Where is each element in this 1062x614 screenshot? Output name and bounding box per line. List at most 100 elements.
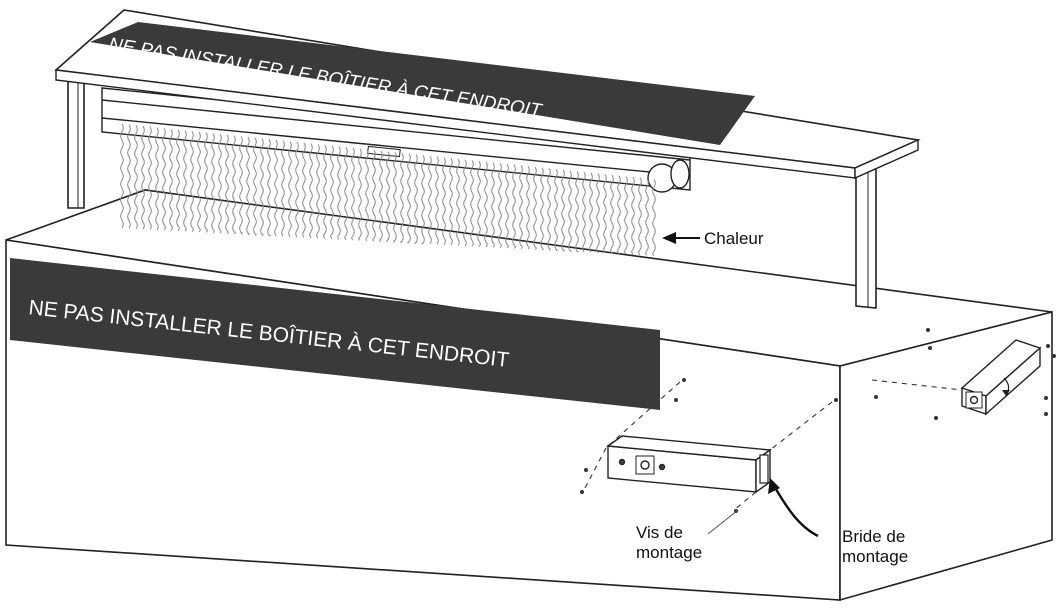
heat-wave-line	[547, 168, 551, 251]
mounting-bracket-mounted	[759, 454, 769, 484]
heat-wave-line	[505, 163, 509, 249]
heat-wave-line	[435, 156, 439, 245]
heat-wave-line	[246, 136, 250, 236]
heat-wave-line	[617, 175, 621, 255]
shelf-post-left	[67, 71, 85, 209]
heat-wave-line	[337, 146, 341, 240]
heat-wave-line	[631, 176, 635, 255]
heat-wave-line	[148, 126, 152, 230]
heat-wave-line	[393, 152, 397, 243]
mounting-screw-callout: Vis de montage	[636, 509, 739, 562]
alignment-guides	[583, 379, 963, 511]
mounting-screw-label-line2: montage	[636, 543, 702, 562]
heat-wave-line	[519, 165, 523, 250]
heat-wave-line	[442, 157, 446, 246]
heat-wave-line	[190, 131, 194, 232]
heat-wave-line	[561, 169, 565, 252]
switch-icon	[640, 460, 650, 470]
heat-wave-line	[596, 173, 600, 254]
heat-wave-line	[169, 128, 173, 231]
heat-wave-line	[344, 147, 348, 241]
heat-wave-line	[568, 170, 572, 252]
heat-wave-line	[582, 171, 586, 253]
screw-holes	[580, 328, 1056, 513]
heat-wave-line	[204, 132, 208, 233]
heat-wave-line	[218, 133, 222, 234]
heat-wave-line	[456, 158, 460, 246]
heat-wave-line	[512, 164, 516, 249]
heat-wave-line	[295, 141, 299, 238]
heat-wave-line	[652, 179, 656, 257]
heat-wave-line	[239, 136, 243, 235]
heat-wave-line	[260, 138, 264, 236]
heat-wave-line	[330, 145, 334, 240]
heat-wave-line	[232, 135, 236, 235]
heat-wave-line	[274, 139, 278, 237]
heat-wave-line	[162, 128, 166, 231]
heat-wave-line	[323, 144, 327, 239]
heat-wave-line	[120, 123, 124, 229]
control-box-side	[960, 339, 1042, 416]
control-box-mounted	[606, 435, 772, 494]
heat-wave-line	[316, 144, 320, 239]
heat-wave-line	[526, 166, 530, 250]
heat-wave-line	[575, 171, 579, 253]
top-warning-band	[90, 22, 755, 145]
heat-wave-line	[183, 130, 187, 232]
heat-wave-line	[176, 129, 180, 232]
heat-wave-line	[484, 161, 488, 248]
heat-waves	[120, 123, 656, 257]
heat-wave-line	[134, 125, 138, 229]
heat-wave-line	[414, 154, 418, 244]
side-box-body	[985, 346, 1041, 416]
mounting-bracket-label-line2: montage	[842, 547, 908, 566]
heat-wave-line	[211, 133, 215, 234]
heat-callout: Chaleur	[662, 229, 764, 248]
shelf: NE PAS INSTALLER LE BOÎTIER À CET ENDROI…	[54, 9, 921, 180]
heat-wave-line	[421, 155, 425, 245]
heat-wave-line	[463, 159, 467, 247]
heat-wave-line	[554, 168, 558, 252]
heat-wave-line	[267, 139, 271, 237]
heat-wave-line	[477, 160, 481, 247]
heat-wave-line	[428, 155, 432, 245]
heat-wave-line	[624, 176, 628, 255]
heat-wave-line	[470, 160, 474, 247]
heat-wave-line	[225, 134, 229, 234]
heat-wave-line	[281, 140, 285, 237]
mounting-screw-label-line1: Vis de	[636, 523, 683, 542]
heat-wave-line	[365, 149, 369, 242]
shelf-side-edge	[854, 138, 919, 180]
heat-wave-line	[372, 149, 376, 242]
shelf-posts	[67, 71, 877, 309]
heat-wave-line	[302, 142, 306, 238]
heat-wave-line	[645, 178, 649, 256]
heat-wave-line	[379, 150, 383, 242]
heat-wave-line	[358, 148, 362, 241]
heat-wave-line	[127, 124, 131, 229]
heat-wave-line	[141, 125, 145, 230]
mounting-bracket-callout: Bride de montage	[768, 478, 908, 566]
heat-wave-line	[155, 127, 159, 231]
heat-wave-line	[449, 157, 453, 246]
shelf-post-right	[855, 159, 877, 309]
heat-wave-line	[491, 162, 495, 248]
heat-label: Chaleur	[704, 229, 764, 248]
heat-wave-line	[288, 141, 292, 237]
front-warning-band	[10, 258, 660, 410]
heat-wave-line	[533, 166, 537, 250]
heat-wave-line	[400, 152, 404, 244]
heat-wave-line	[309, 143, 313, 239]
heat-wave-line	[589, 172, 593, 253]
heat-wave-line	[253, 137, 257, 236]
heat-wave-line	[407, 153, 411, 244]
heat-wave-line	[197, 131, 201, 233]
heat-wave-line	[610, 174, 614, 254]
mounting-bracket-label-line1: Bride de	[842, 527, 905, 546]
heat-lamp-fixture	[101, 87, 691, 193]
heat-wave-line	[351, 147, 355, 241]
heat-wave-line	[638, 177, 642, 256]
heat-wave-line	[540, 167, 544, 251]
